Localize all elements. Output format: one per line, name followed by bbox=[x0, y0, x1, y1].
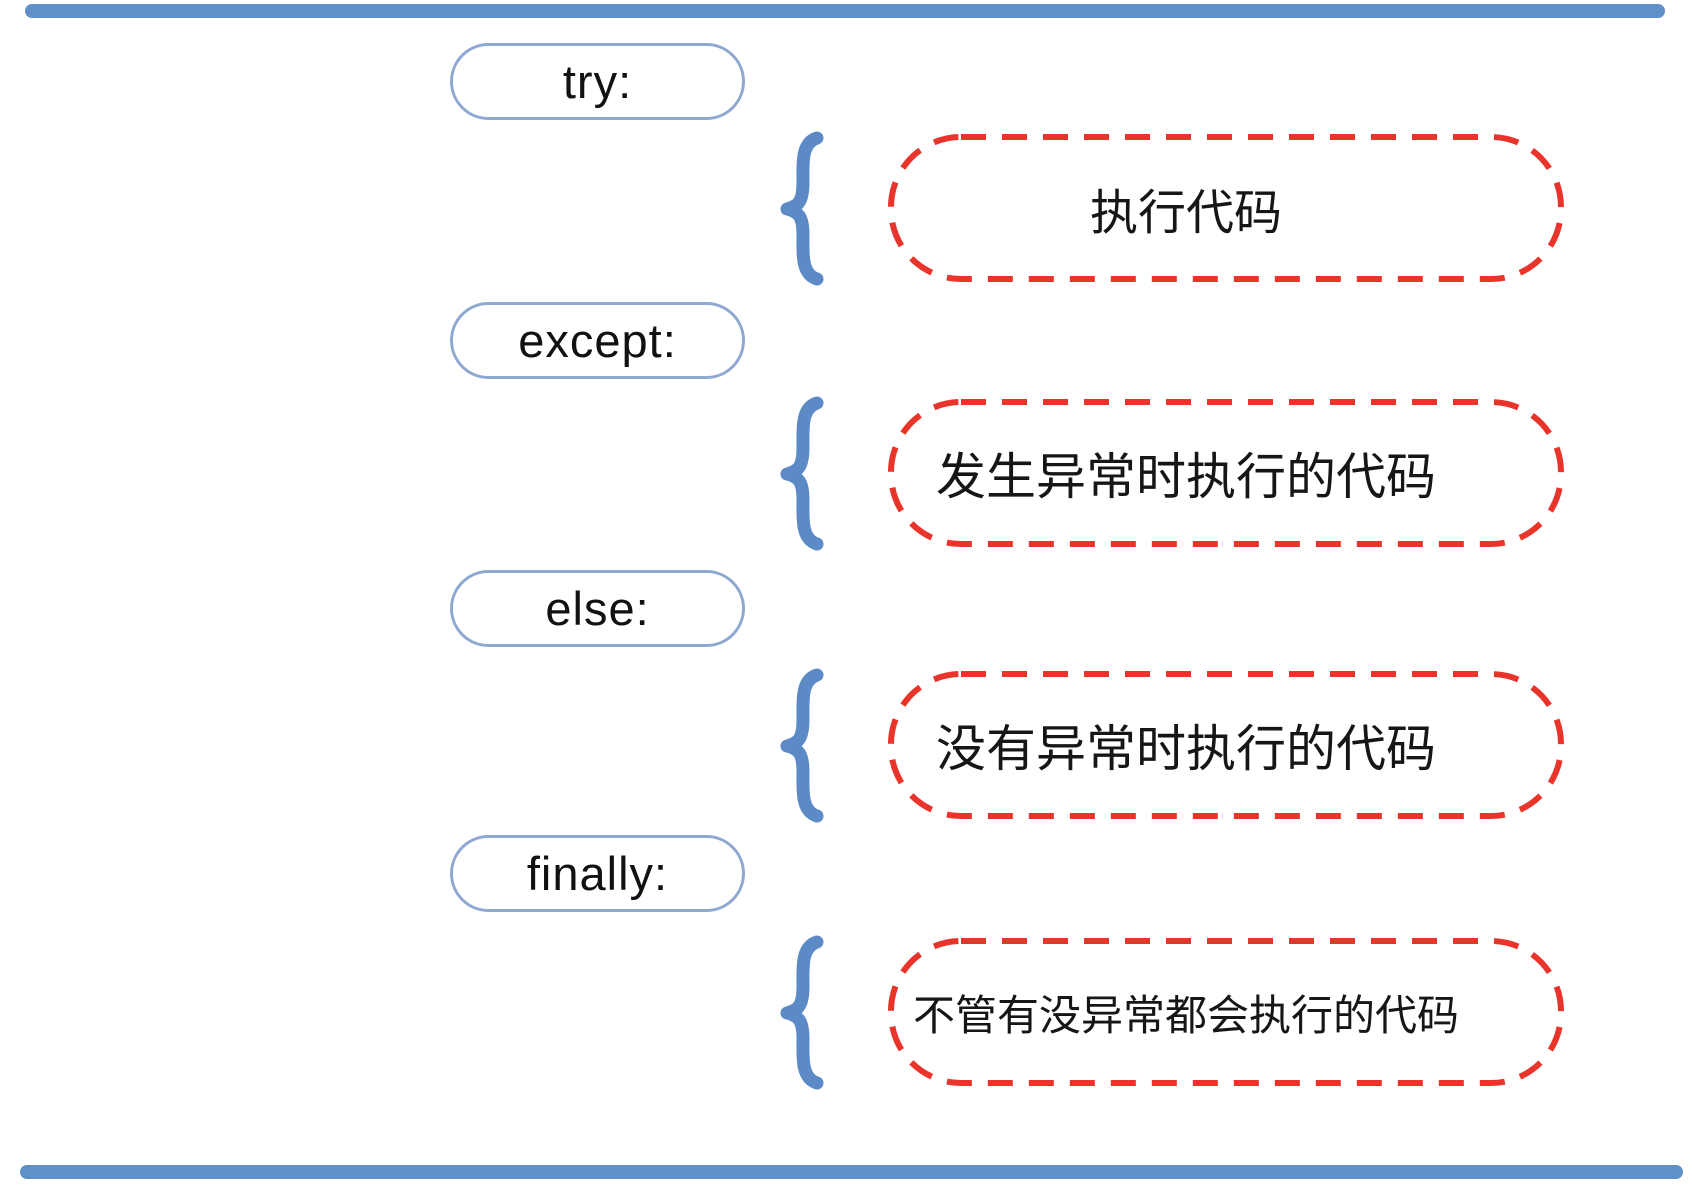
code-box-except: 发生异常时执行的代码 bbox=[887, 398, 1565, 548]
dashed-border-icon bbox=[888, 134, 1564, 282]
code-box-except-label: 发生异常时执行的代码 bbox=[936, 449, 1436, 505]
bottom-border-bar bbox=[20, 1165, 1683, 1179]
keyword-label-else: else: bbox=[545, 582, 650, 635]
curly-brace-icon bbox=[780, 131, 824, 286]
code-box-finally-label: 不管有没异常都会执行的代码 bbox=[912, 991, 1459, 1039]
keyword-pill-else: else: bbox=[450, 570, 745, 647]
dashed-border-icon bbox=[888, 399, 1564, 547]
keyword-pill-try: try: bbox=[450, 43, 745, 120]
top-border-bar bbox=[25, 4, 1665, 18]
code-box-else: 没有异常时执行的代码 bbox=[887, 670, 1565, 820]
curly-brace-icon bbox=[780, 935, 824, 1090]
dashed-border-icon bbox=[888, 938, 1564, 1086]
code-box-finally: 不管有没异常都会执行的代码 bbox=[887, 937, 1565, 1087]
keyword-label-try: try: bbox=[562, 55, 633, 108]
keyword-label-finally: finally: bbox=[526, 847, 669, 900]
dashed-border-icon bbox=[888, 671, 1564, 819]
curly-brace-icon bbox=[780, 668, 824, 823]
keyword-pill-finally: finally: bbox=[450, 835, 745, 912]
code-box-try-label: 执行代码 bbox=[1089, 187, 1282, 240]
code-box-else-label: 没有异常时执行的代码 bbox=[936, 721, 1436, 777]
keyword-label-except: except: bbox=[518, 314, 677, 367]
curly-brace-icon bbox=[780, 396, 824, 551]
code-box-try: 执行代码 bbox=[887, 133, 1565, 283]
keyword-pill-except: except: bbox=[450, 302, 745, 379]
